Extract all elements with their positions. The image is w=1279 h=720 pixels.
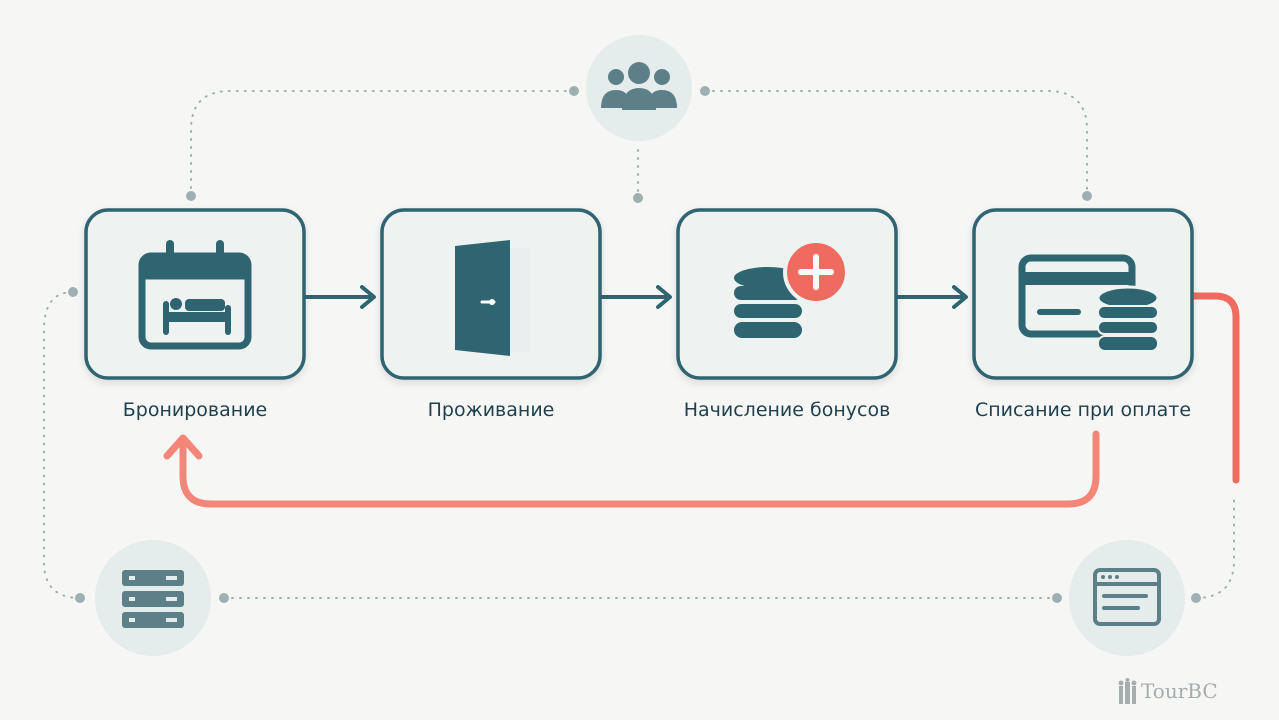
step-label-booking: Бронирование <box>122 399 268 421</box>
top-right-connector <box>704 90 1088 197</box>
step-box-stay <box>380 208 602 380</box>
left-loop-connector <box>43 291 81 599</box>
calendar-bed-icon <box>138 240 252 350</box>
step-arrows <box>304 285 968 309</box>
users-icon <box>601 62 677 110</box>
right-loop-connector <box>1195 499 1235 599</box>
arrow-stay-to-bonus <box>600 285 672 309</box>
watermark-logo-icon <box>1118 678 1137 704</box>
step-label-payment: Списание при оплате <box>974 399 1192 421</box>
redemption-loops <box>163 292 1240 508</box>
watermark-text: TourBC <box>1141 679 1218 703</box>
return-loop-arrow <box>179 430 1100 508</box>
users-node <box>586 35 692 141</box>
top-left-connector <box>190 90 575 197</box>
arrow-bonus-to-payment <box>896 285 968 309</box>
payment-side-loop <box>1189 292 1240 484</box>
dotted-connectors <box>43 90 1235 599</box>
card-coins-icon <box>1018 254 1160 352</box>
step-box-payment <box>972 208 1194 380</box>
server-node <box>95 540 211 656</box>
coins-plus-icon <box>734 239 849 338</box>
watermark: TourBC <box>1118 678 1218 704</box>
step-label-stay: Проживание <box>427 399 555 421</box>
server-icon <box>122 570 184 628</box>
return-loop-arrowhead <box>163 434 203 460</box>
step-label-bonus: Начисление бонусов <box>683 399 891 421</box>
door-icon <box>455 240 530 356</box>
arrow-booking-to-stay <box>304 285 376 309</box>
step-box-booking <box>84 208 306 380</box>
browser-node <box>1069 540 1185 656</box>
connector-dots <box>68 86 1201 603</box>
browser-window-icon <box>1093 568 1161 626</box>
step-box-bonus <box>676 208 898 380</box>
